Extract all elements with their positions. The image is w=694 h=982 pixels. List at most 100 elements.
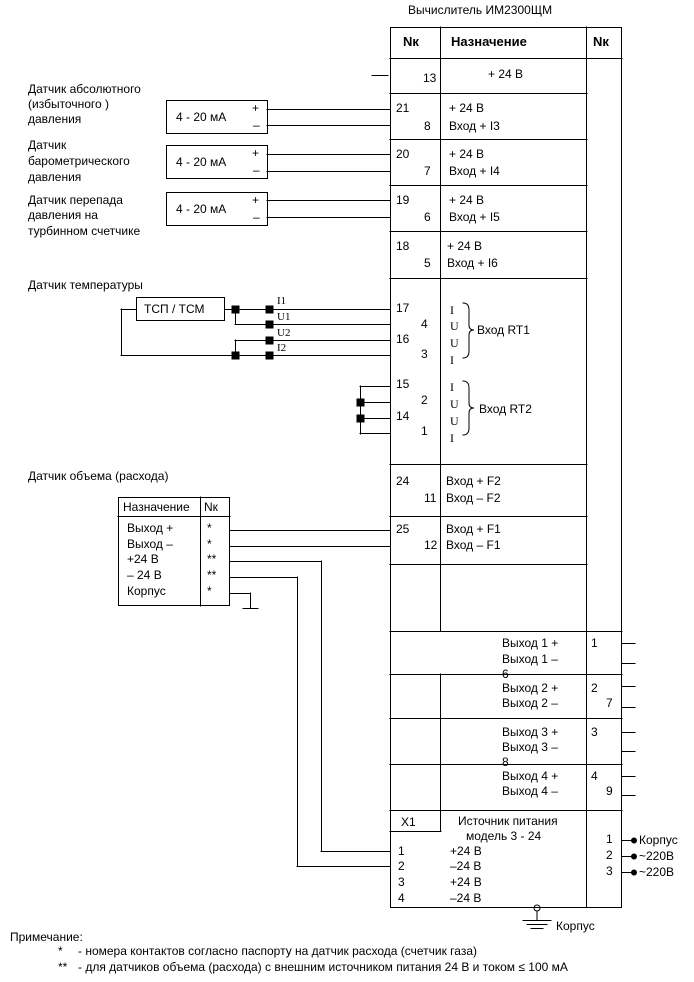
pin-5: 5 [424,256,431,270]
abs-sensor-range: 4 - 20 мА [176,110,226,124]
power-pin-2: 2 [398,859,405,873]
output-2-minus: Выход 2 – [502,696,558,710]
note-1-mark: * [58,944,63,958]
output-3-minus: Выход 3 – [502,740,558,754]
row19-line1: + 24 В [449,193,484,207]
flow-row-1-nk: * [207,521,212,535]
baro-sensor-line1: Датчик [28,138,67,152]
device-title: Вычислитель ИМ2300ЩМ [408,3,552,17]
wire-u1: U1 [277,311,290,323]
pin-25: 25 [396,522,410,536]
output-1-extra: 6 [502,667,509,681]
header-nk-left: Nк [403,34,419,49]
abs-sensor-box [166,100,268,134]
flow-wiring [229,530,391,867]
f2-line2: Вход – F2 [446,491,501,505]
rt1-letter-3: U [450,336,459,350]
pin-14: 14 [396,409,410,423]
output-4: Выход 4 + Выход 4 – 4 9 [502,769,613,798]
pin-7: 7 [424,164,431,178]
power-right-pin-1: 1 [606,832,613,846]
diff-sensor-plus: + [252,193,259,207]
f2-line1: Вход + F2 [446,474,501,488]
note-2-mark: ** [58,960,68,974]
output-2: Выход 2 + Выход 2 – 2 7 [502,681,613,710]
rt1-letter-1: I [450,303,454,317]
power-value-2: –24 В [450,859,481,873]
power-right-leads [621,837,637,876]
rt2-letter-1: I [450,380,454,394]
output-4-minus: Выход 4 – [502,784,558,798]
pin-3: 3 [421,347,428,361]
baro-sensor-minus: – [253,163,260,177]
tsp-label: ТСП / ТСМ [144,302,204,316]
flow-table-header-purpose: Назначение [123,500,190,514]
rt2-letter-3: U [450,414,459,428]
diff-sensor-box [166,192,268,226]
power-right-label-1: Корпус [639,833,678,847]
f1-line2: Вход – F1 [446,538,501,552]
f1-line1: Вход + F1 [446,522,501,536]
pin-4: 4 [421,317,428,331]
baro-sensor-line2: барометрического [28,154,130,168]
power-value-4: –24 В [450,891,481,905]
rt2-letter-4: I [450,431,454,445]
pin-1: 1 [421,424,428,438]
pin-6: 6 [424,210,431,224]
output-4-pin-plus: 4 [591,769,598,783]
row21-line2: Вход + I3 [449,119,500,133]
pin-17: 17 [396,301,410,315]
pin-24: 24 [396,474,410,488]
output-leads [621,643,636,796]
power-right-pin-3: 3 [606,864,613,878]
row20-line1: + 24 В [449,147,484,161]
rt2-label: Вход RT2 [479,402,532,416]
power-pin-3: 3 [398,875,405,889]
rt2-letter-2: U [450,397,459,411]
abs-sensor-plus: + [252,101,259,115]
diff-sensor-line1: Датчик перепада [28,193,123,207]
rt1-brace [462,302,475,359]
output-2-pin-plus: 2 [591,681,598,695]
baro-sensor-line3: давления [28,170,81,184]
flow-row-2-label: Выход – [127,537,173,551]
temp-sensor-title: Датчик температуры [28,278,143,292]
flow-sensor-title: Датчик объема (расхода) [28,469,168,483]
row20-line2: Вход + I4 [449,164,500,178]
diff-sensor-line2: давления на [28,208,98,222]
diff-sensor-range: 4 - 20 мА [176,202,226,216]
note-2-text: - для датчиков объема (расхода) с внешни… [78,960,568,974]
power-right-pin-2: 2 [606,848,613,862]
power-right-label-3: ~220В [639,865,674,879]
flow-table-header-nk: Nк [204,500,219,514]
row19-line2: Вход + I5 [449,210,500,224]
flow-row-2-nk: * [207,537,212,551]
output-3-extra: 8 [502,755,509,769]
flow-row-5-nk: * [207,584,212,598]
diff-sensor-line3: турбинном счетчике [28,224,140,238]
flow-row-4-label: – 24 В [127,568,162,582]
ground-label: Корпус [556,919,595,933]
rt1-letter-2: U [450,319,459,333]
pin-19: 19 [396,193,410,207]
output-1-pin: 1 [591,636,598,650]
output-4-plus: Выход 4 + [502,769,558,783]
output-4-pin-minus: 9 [606,784,613,798]
temp-wiring [120,305,391,360]
device-frame [389,26,623,908]
pin-8: 8 [424,119,431,133]
power-title-1: Источник питания [458,814,558,828]
power-title-2: модель 3 - 24 [466,829,542,843]
header-purpose: Назначение [451,34,527,49]
pin-21: 21 [396,101,410,115]
output-1-plus: Выход 1 + [502,636,558,650]
pin-16: 16 [396,332,410,346]
ground-icon [522,904,552,929]
row21-line1: + 24 В [449,101,484,115]
power-pin-4: 4 [398,891,405,905]
power-x1: X1 [401,815,416,829]
row18-line2: Вход + I6 [447,256,498,270]
wire-i2: I2 [277,342,286,354]
pin-2: 2 [421,393,428,407]
